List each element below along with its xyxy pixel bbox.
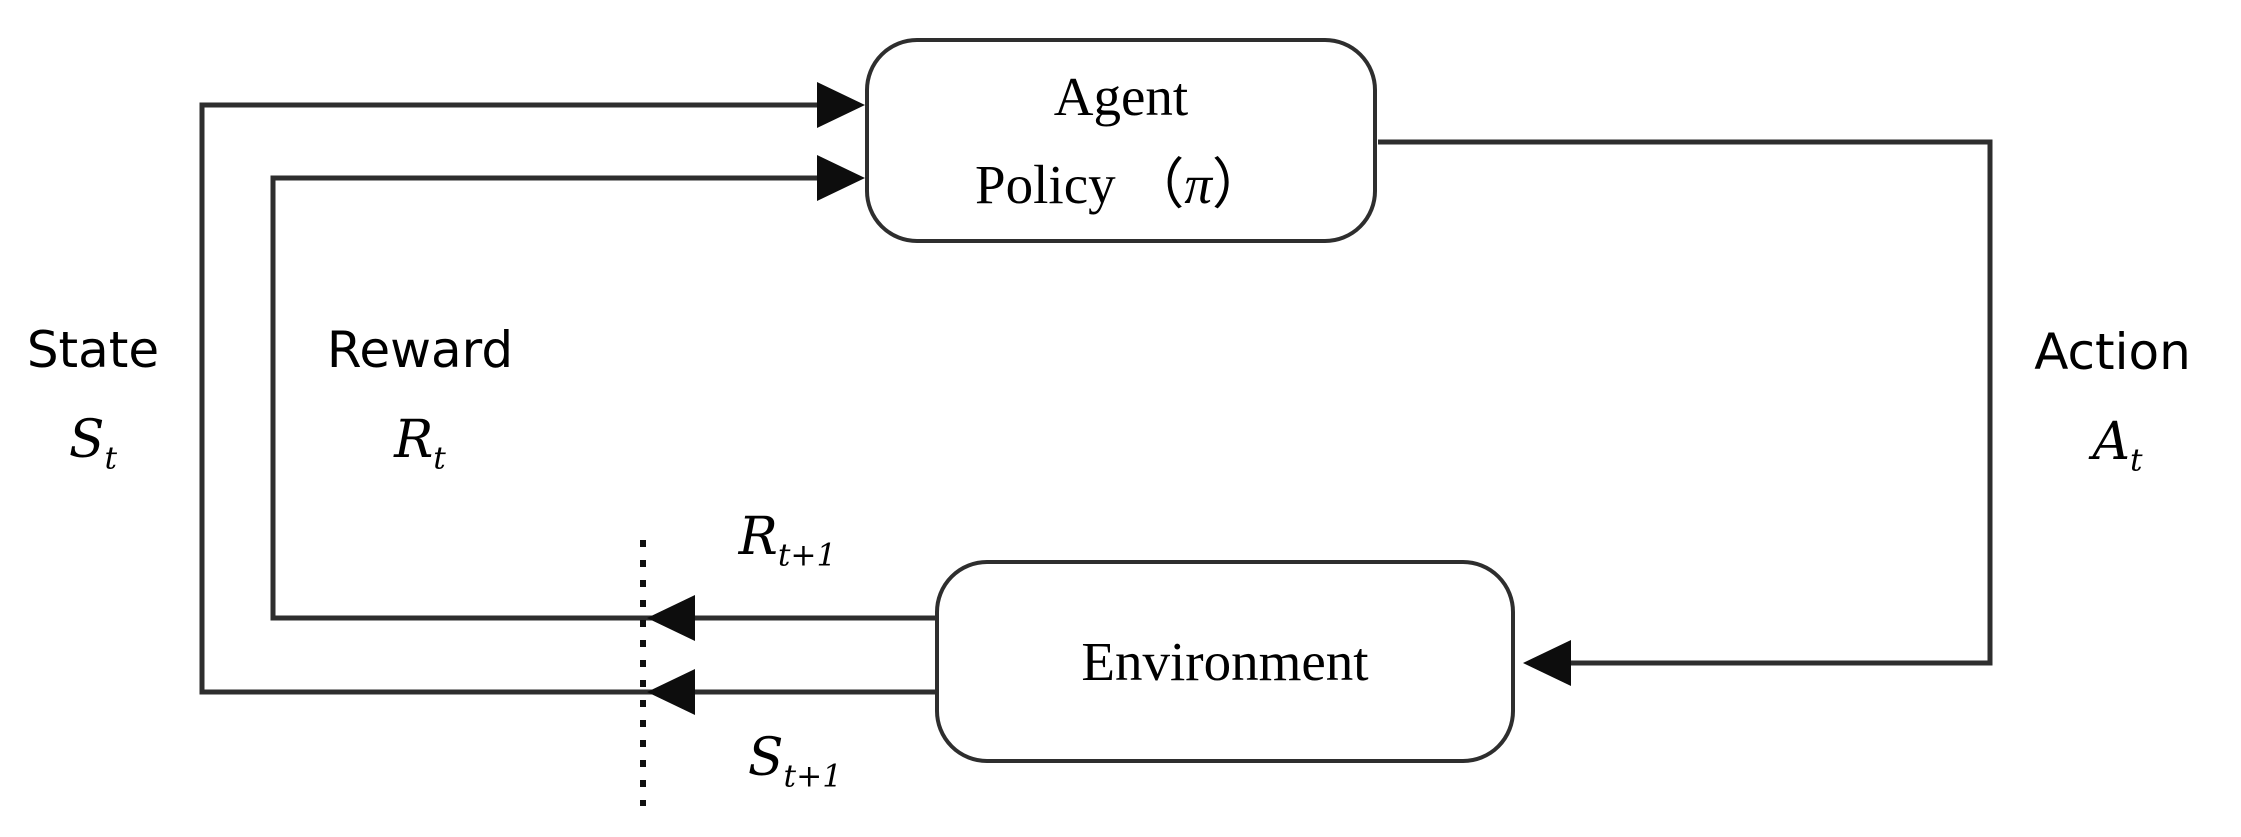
state-flow-line bbox=[199, 102, 935, 695]
reward-next-variable-subscript: t+1 bbox=[777, 537, 837, 574]
state-next-variable-label: St+1 bbox=[705, 726, 885, 792]
environment-node-title: Environment bbox=[1081, 630, 1369, 692]
agent-node-policy-line: Policy （π） bbox=[975, 141, 1267, 229]
agent-node: Agent Policy （π） bbox=[865, 38, 1377, 243]
state-variable-label: St bbox=[8, 408, 178, 474]
state-variable-subscript: t bbox=[104, 440, 118, 477]
agent-policy-text: Policy （ bbox=[975, 153, 1185, 215]
state-next-variable-subscript: t+1 bbox=[783, 758, 843, 795]
action-into-environment-arrowhead-icon bbox=[1523, 640, 1571, 686]
reward-variable-base: R bbox=[394, 410, 434, 470]
reward-next-variable-base: R bbox=[738, 507, 778, 567]
reward-next-arrowhead-icon bbox=[647, 595, 695, 641]
state-variable-base: S bbox=[68, 410, 105, 470]
reward-variable-subscript: t bbox=[433, 440, 446, 477]
reward-next-variable-label: Rt+1 bbox=[700, 505, 875, 571]
reward-flow-label: Reward bbox=[326, 321, 514, 379]
reward-variable-label: Rt bbox=[300, 408, 540, 474]
state-flow-label: State bbox=[26, 321, 160, 379]
action-variable-base: A bbox=[2092, 412, 2130, 472]
pi-symbol: π bbox=[1184, 153, 1212, 215]
action-variable-label: At bbox=[2010, 410, 2225, 476]
reward-into-agent-arrowhead-icon bbox=[817, 155, 865, 201]
reward-flow-line bbox=[270, 175, 935, 621]
action-flow-line bbox=[1378, 139, 1993, 666]
state-next-variable-base: S bbox=[747, 728, 784, 788]
state-next-arrowhead-icon bbox=[647, 669, 695, 715]
agent-node-title: Agent bbox=[1053, 65, 1189, 127]
state-into-agent-arrowhead-icon bbox=[817, 82, 865, 128]
environment-node: Environment bbox=[935, 560, 1515, 763]
agent-policy-close-paren: ） bbox=[1211, 153, 1267, 215]
action-flow-label: Action bbox=[2034, 323, 2191, 381]
action-variable-subscript: t bbox=[2130, 442, 2143, 479]
